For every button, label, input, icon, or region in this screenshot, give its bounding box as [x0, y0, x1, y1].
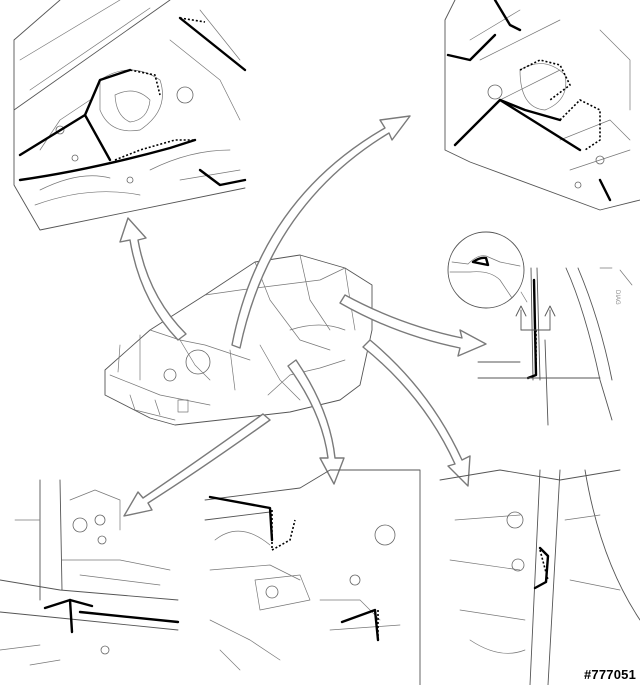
callout-arrows	[119, 115, 487, 517]
magnifier-circle	[447, 231, 525, 309]
weld-line	[18, 68, 132, 157]
weld-line	[99, 69, 161, 96]
panel-upper-right-detail	[444, 0, 640, 211]
weld-line	[18, 138, 197, 182]
weld-line	[178, 16, 247, 72]
weld-line	[493, 0, 522, 32]
callout-arrow-right-middle	[339, 294, 487, 357]
weld-line	[340, 608, 380, 642]
figure-reference-number: #777051	[583, 667, 636, 682]
weld-line	[198, 168, 247, 187]
panel-right-middle-section-detail: DIAG	[447, 231, 633, 426]
weld-line	[539, 549, 549, 581]
direction-arrow-icon	[515, 305, 527, 331]
callout-arrow-upper-left	[119, 217, 187, 341]
callout-arrow-upper-right	[231, 115, 411, 349]
weld-line	[453, 98, 582, 152]
panel-lower-left-detail	[0, 479, 180, 666]
weld-line	[519, 59, 572, 101]
direction-arrow-icon	[544, 305, 556, 331]
callout-arrow-lower-right	[362, 339, 471, 487]
panel-upper-left-detail	[13, 0, 247, 231]
weld-line	[533, 546, 550, 590]
callout-arrow-lower-middle	[287, 359, 345, 485]
weld-line	[68, 598, 74, 634]
weld-line	[179, 17, 206, 23]
weld-line	[208, 495, 274, 542]
weld-line	[598, 178, 612, 202]
car-body-shell	[104, 254, 373, 426]
panel-lower-middle-detail	[204, 469, 421, 685]
weld-line	[114, 139, 195, 161]
weld-line	[83, 113, 112, 162]
callout-arrow-lower-left	[123, 413, 271, 517]
weld-line	[498, 98, 562, 122]
panel-lower-right-detail	[439, 469, 640, 685]
svg-text:DIAG: DIAG	[614, 290, 620, 305]
weld-line	[446, 33, 497, 62]
weld-line	[271, 510, 296, 552]
